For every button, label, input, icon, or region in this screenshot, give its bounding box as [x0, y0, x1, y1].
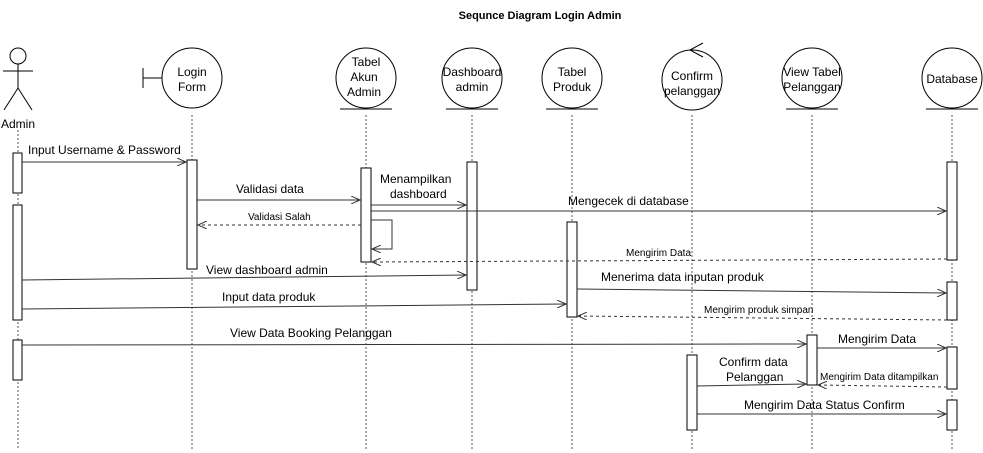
participant-dashboard-line1: Dashboard [443, 65, 502, 79]
message-validasi-data-label: Validasi data [236, 182, 304, 196]
activation-dashboard [466, 161, 478, 291]
participant-database-label: Database [926, 72, 978, 86]
message-self-validation [371, 219, 393, 249]
participant-admin-label: Admin [1, 117, 35, 131]
tabel-produk-entity-icon [541, 47, 603, 110]
participant-tabel-produk-line2: Produk [553, 80, 592, 94]
message-mengirim-data-ditampilkan [818, 385, 948, 387]
activation-confirm [686, 354, 698, 431]
participant-tabel-produk-line1: Tabel [558, 65, 587, 79]
activation-tabel-akun [360, 167, 372, 263]
activation-database-1 [946, 161, 958, 261]
participant-login-form-line2: Form [178, 80, 206, 94]
message-menerima-data-produk-label: Menerima data inputan produk [601, 270, 765, 284]
view-tabel-entity-icon [781, 47, 843, 110]
participant-tabel-akun-line2: Akun [350, 70, 377, 84]
participant-view-tabel-line1: View Tabel [783, 65, 841, 79]
activation-admin-2 [12, 204, 23, 321]
message-input-data-produk-label: Input data produk [222, 290, 316, 304]
activation-tabel-produk [566, 221, 578, 318]
message-validasi-salah-label: Validasi Salah [248, 212, 311, 223]
message-input-username-label: Input Username & Password [28, 143, 181, 157]
activation-view-tabel [806, 334, 818, 386]
activation-database-3 [946, 346, 958, 390]
message-input-data-produk [21, 304, 566, 310]
message-view-data-booking [21, 344, 806, 345]
activation-login-form [186, 159, 198, 270]
message-mengirim-produk-simpan [578, 316, 948, 321]
message-mengirim-status-confirm-label: Mengirim Data Status Confirm [744, 398, 905, 412]
participant-tabel-akun-line1: Tabel [352, 55, 381, 69]
participant-dashboard-line2: admin [456, 80, 489, 94]
activation-database-2 [946, 281, 958, 321]
diagram-title: Sequnce Diagram Login Admin [459, 10, 622, 22]
message-confirm-data-line2: Pelanggan [726, 370, 783, 384]
activation-admin-1 [12, 152, 23, 194]
confirm-control-icon [661, 42, 723, 111]
participant-login-form-line1: Login [177, 65, 206, 79]
message-mengirim-data-2-label: Mengirim Data [838, 332, 916, 346]
message-view-data-booking-label: View Data Booking Pelanggan [230, 326, 392, 340]
message-mengecek-database-label: Mengecek di database [568, 194, 689, 208]
login-form-boundary-icon [142, 47, 223, 109]
admin-actor-icon [3, 47, 33, 111]
message-menampilkan-line2: dashboard [390, 187, 447, 201]
message-mengirim-data-1 [372, 259, 948, 262]
message-menampilkan-line1: Menampilkan [380, 172, 451, 186]
participant-tabel-akun-line3: Admin [347, 85, 381, 99]
activation-admin-3 [12, 339, 23, 381]
database-entity-icon [921, 47, 983, 110]
tabel-akun-entity-icon [335, 47, 397, 110]
participant-confirm-line1: Confirm [671, 69, 713, 83]
message-confirm-data-line1: Confirm data [719, 355, 788, 369]
message-mengirim-produk-simpan-label: Mengirim produk simpan [704, 305, 814, 316]
message-mengirim-data-1-label: Mengirim Data [626, 248, 691, 259]
message-mengirim-data-ditampilkan-label: Mengirim Data ditampilkan [820, 372, 938, 383]
message-menerima-data-produk [576, 288, 946, 293]
message-view-dashboard-label: View dashboard admin [206, 263, 328, 277]
participant-view-tabel-line2: Pelanggan [783, 80, 840, 94]
dashboard-entity-icon [441, 47, 503, 110]
message-view-dashboard [21, 275, 466, 281]
activation-database-4 [946, 399, 958, 431]
participant-confirm-line2: pelanggan [664, 84, 720, 98]
message-confirm-data-pelanggan [696, 384, 806, 386]
